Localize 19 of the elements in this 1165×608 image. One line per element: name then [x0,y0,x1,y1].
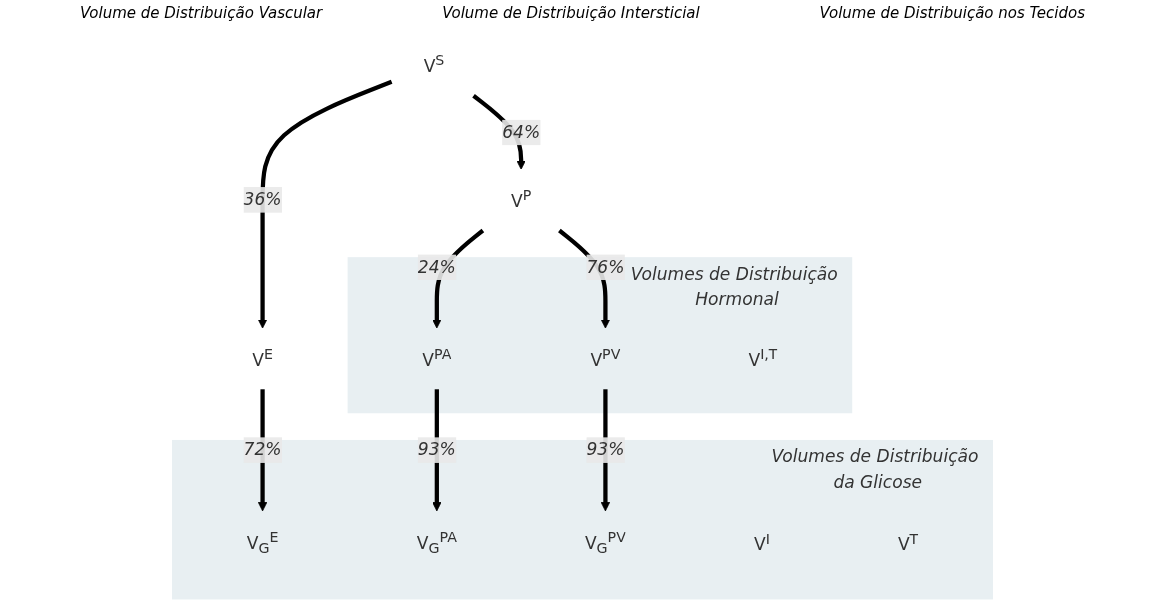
edge-label: 93% [417,439,456,460]
arrow [257,79,393,329]
edge-label: 72% [243,439,282,460]
column-heading: Volume de Distribuição Vascular [79,4,323,22]
node-text: V$^{P}$ [510,187,532,212]
column-heading: Volume de Distribuição nos Tecidos [819,4,1086,22]
node-text: V$^{PA}$ [422,346,452,371]
column-heading: Volume de Distribuição Intersticial [442,4,700,22]
node-text: V$^{S}$ [423,52,445,77]
node-text: V$^{PV}$ [590,346,621,371]
node-text: V$^{I}$ [753,530,770,555]
node-text: V$^{I,T}$ [748,346,778,371]
node-text: V$^{T}$ [897,530,919,555]
node-text: V$^{E}$ [252,346,273,371]
edge-label: 93% [586,439,625,460]
edge-label: 76% [586,256,625,277]
edge-label: 24% [417,256,456,277]
edge-label: 36% [243,189,282,210]
edge-label: 64% [502,121,541,143]
